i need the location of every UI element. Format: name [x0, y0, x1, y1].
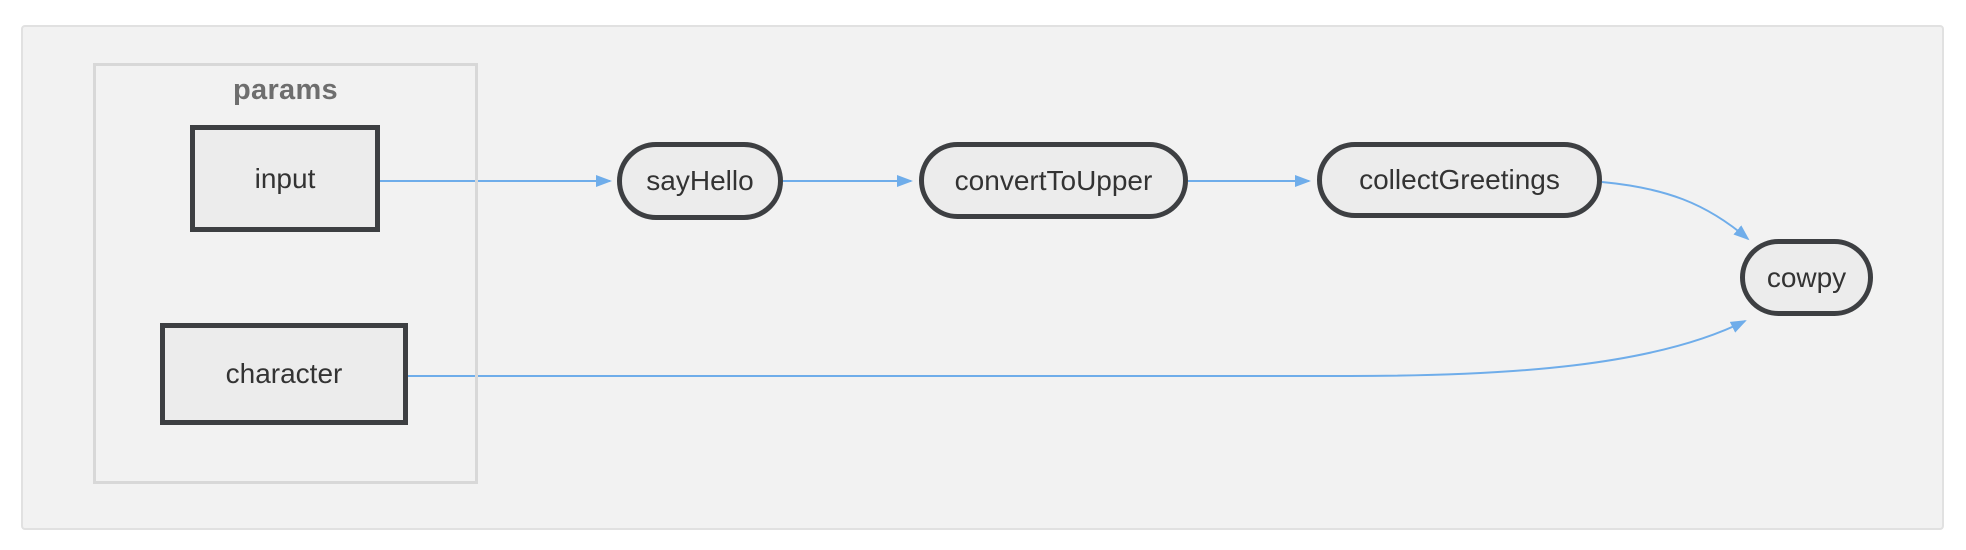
- node-character-label: character: [225, 358, 343, 389]
- node-collectGreetings-label: collectGreetings: [1359, 164, 1560, 195]
- node-input-label: input: [254, 162, 316, 194]
- node-convertToUpper-label: convertToUpper: [954, 164, 1153, 196]
- node-sayHello-label: sayHello: [646, 165, 754, 196]
- node-convertToUpper[interactable]: convertToUpper: [919, 142, 1188, 219]
- params-group-label: params: [233, 74, 338, 106]
- node-character[interactable]: character: [160, 323, 408, 425]
- params-group: params: [93, 63, 478, 484]
- node-sayHello[interactable]: sayHello: [617, 142, 783, 220]
- node-cowpy-label: cowpy: [1766, 261, 1847, 293]
- node-collectGreetings[interactable]: collectGreetings: [1317, 142, 1602, 218]
- node-input[interactable]: input: [190, 125, 380, 232]
- diagram-canvas: [21, 25, 1944, 530]
- node-cowpy[interactable]: cowpy: [1740, 239, 1873, 316]
